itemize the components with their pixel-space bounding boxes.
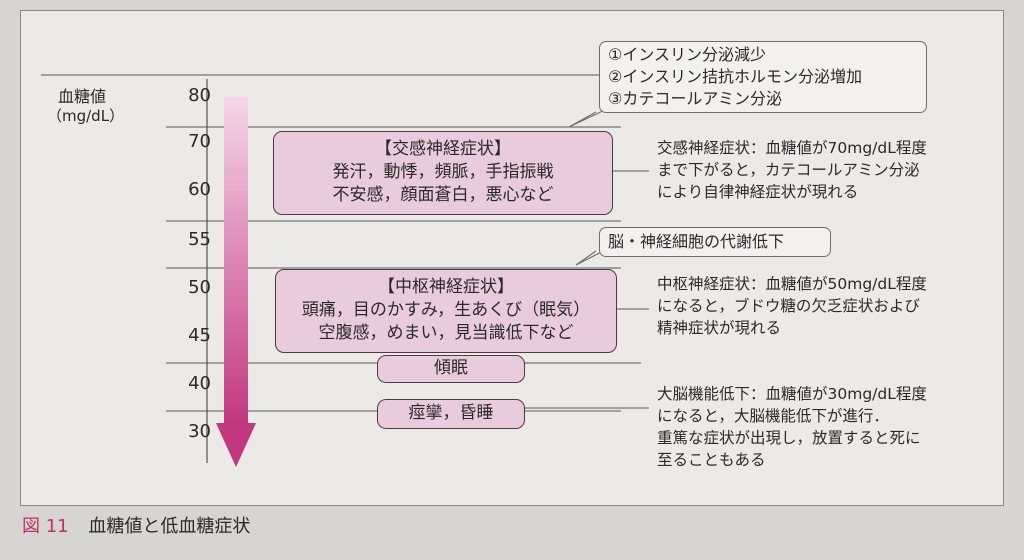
seizure-coma-label: 痙攣，昏睡 xyxy=(408,403,494,423)
cerebral-description: 大脳機能低下：血糖値が30mg/dL程度 になると，大脳機能低下が進行． 重篤な… xyxy=(657,385,927,469)
central-title: 【中枢神経症状】 xyxy=(378,277,514,297)
sympathetic-line-1: 発汗，動悸，頻脈，手指振戦 xyxy=(332,162,554,182)
caption-title: 血糖値と低血糖症状 xyxy=(88,516,251,537)
tick-30: 30 xyxy=(188,421,211,442)
figure-panel: 血糖値 （mg/dL） 80 70 60 55 50 45 40 30 【交感神… xyxy=(20,10,1004,506)
tick-50: 50 xyxy=(188,277,211,298)
sympathetic-title: 【交感神経症状】 xyxy=(375,139,511,159)
tick-40: 40 xyxy=(188,373,211,394)
central-line-1: 頭痛，目のかすみ，生あくび（眠気） xyxy=(301,300,591,320)
central-symptoms-box: 【中枢神経症状】 頭痛，目のかすみ，生あくび（眠気） 空腹感，めまい，見当識低下… xyxy=(275,269,617,353)
figure-caption: 図 11 血糖値と低血糖症状 xyxy=(22,512,250,538)
tick-60: 60 xyxy=(188,179,211,200)
arrow-shaft xyxy=(224,97,248,423)
axis-label: 血糖値 （mg/dL） xyxy=(47,87,125,125)
tick-45: 45 xyxy=(188,325,211,346)
drowsiness-box: 傾眠 xyxy=(377,355,525,383)
sympathetic-symptoms-box: 【交感神経症状】 発汗，動悸，頻脈，手指振戦 不安感，顔面蒼白，悪心など xyxy=(273,131,613,215)
sympathetic-line-2: 不安感，顔面蒼白，悪心など xyxy=(332,185,554,205)
hormone-note-box: ①インスリン分泌減少 ②インスリン拮抗ホルモン分泌増加 ③カテコールアミン分泌 xyxy=(599,41,927,113)
note1-pointer xyxy=(568,106,612,128)
tick-70: 70 xyxy=(188,131,211,152)
central-description: 中枢神経症状：血糖値が50mg/dL程度 になると，ブドウ糖の欠乏症状および 精… xyxy=(657,275,927,337)
drowsiness-label: 傾眠 xyxy=(434,358,468,378)
tick-80: 80 xyxy=(188,85,211,106)
neuro-metabolism-note-box: 脳・神経細胞の代謝低下 xyxy=(599,227,831,257)
caption-number: 図 11 xyxy=(22,516,69,537)
arrow-head xyxy=(216,423,256,467)
sympathetic-description: 交感神経症状：血糖値が70mg/dL程度 まで下がると，カテコールアミン分泌 に… xyxy=(657,139,927,201)
seizure-coma-box: 痙攣，昏睡 xyxy=(377,399,525,429)
tick-55: 55 xyxy=(188,229,211,250)
central-line-2: 空腹感，めまい，見当識低下など xyxy=(318,323,574,343)
